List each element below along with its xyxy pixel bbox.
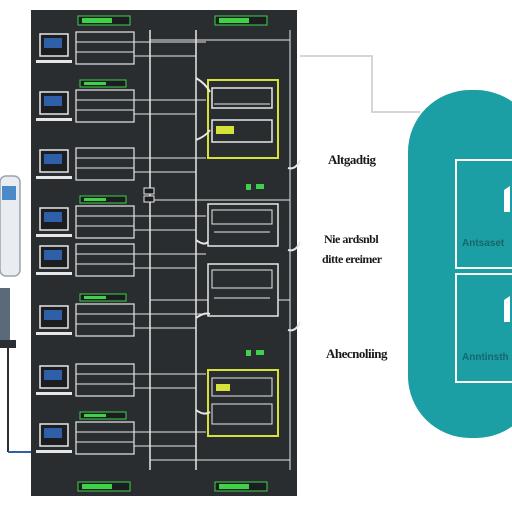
module-panel-3 (195, 263, 279, 319)
monitor-screen (44, 250, 62, 260)
workstation-icon (0, 175, 40, 453)
monitor-screen (44, 212, 62, 222)
label-top: Altgadtig (328, 152, 376, 167)
rack-units (36, 30, 291, 470)
module-panel-1 (195, 77, 279, 159)
monitor-base (36, 234, 72, 237)
rack-header-status (77, 15, 268, 26)
cloud-tile-label: Antsaset (462, 238, 505, 249)
label-bottom: Ahecnoliing (326, 346, 387, 361)
cloud-storage (408, 90, 512, 438)
monitor-base (36, 450, 72, 453)
rack-row-frame (75, 421, 135, 455)
cloud-tile-label: Anntinsth (462, 352, 509, 363)
monitor-base (36, 272, 72, 275)
monitor-screen (44, 154, 62, 164)
monitor-base (36, 60, 72, 63)
rack-row-frame (75, 363, 135, 397)
connector-lines (300, 55, 420, 113)
monitor-base (36, 332, 72, 335)
bus-node (143, 195, 155, 203)
status-fill (84, 296, 106, 299)
monitor-base (36, 118, 72, 121)
rack-row-frame (75, 205, 135, 239)
status-fill (84, 82, 106, 85)
monitor-base (36, 176, 72, 179)
rack-row-frame (75, 89, 135, 123)
monitor-screen (44, 370, 62, 380)
monitor-screen (44, 38, 62, 48)
rack-footer-status (77, 481, 268, 492)
monitor-screen (44, 96, 62, 106)
monitor-screen (44, 310, 62, 320)
module-panel-2 (195, 203, 279, 247)
monitor-base (36, 392, 72, 395)
green-indicators (246, 184, 264, 356)
bus-node (143, 187, 155, 195)
label-middle-line1: Nie ardsnbl (324, 232, 379, 246)
rack-right-connectors (287, 159, 301, 332)
rack-row-frame (75, 31, 135, 65)
module-panel-4 (195, 369, 279, 437)
monitor-screen (44, 428, 62, 438)
rack-row-frame (75, 147, 135, 181)
label-middle-line2: ditte ereimer (322, 252, 382, 266)
rack-row-frame (75, 243, 135, 277)
status-fill (84, 198, 106, 201)
status-fill (84, 414, 106, 417)
rack-row-frame (75, 303, 135, 337)
